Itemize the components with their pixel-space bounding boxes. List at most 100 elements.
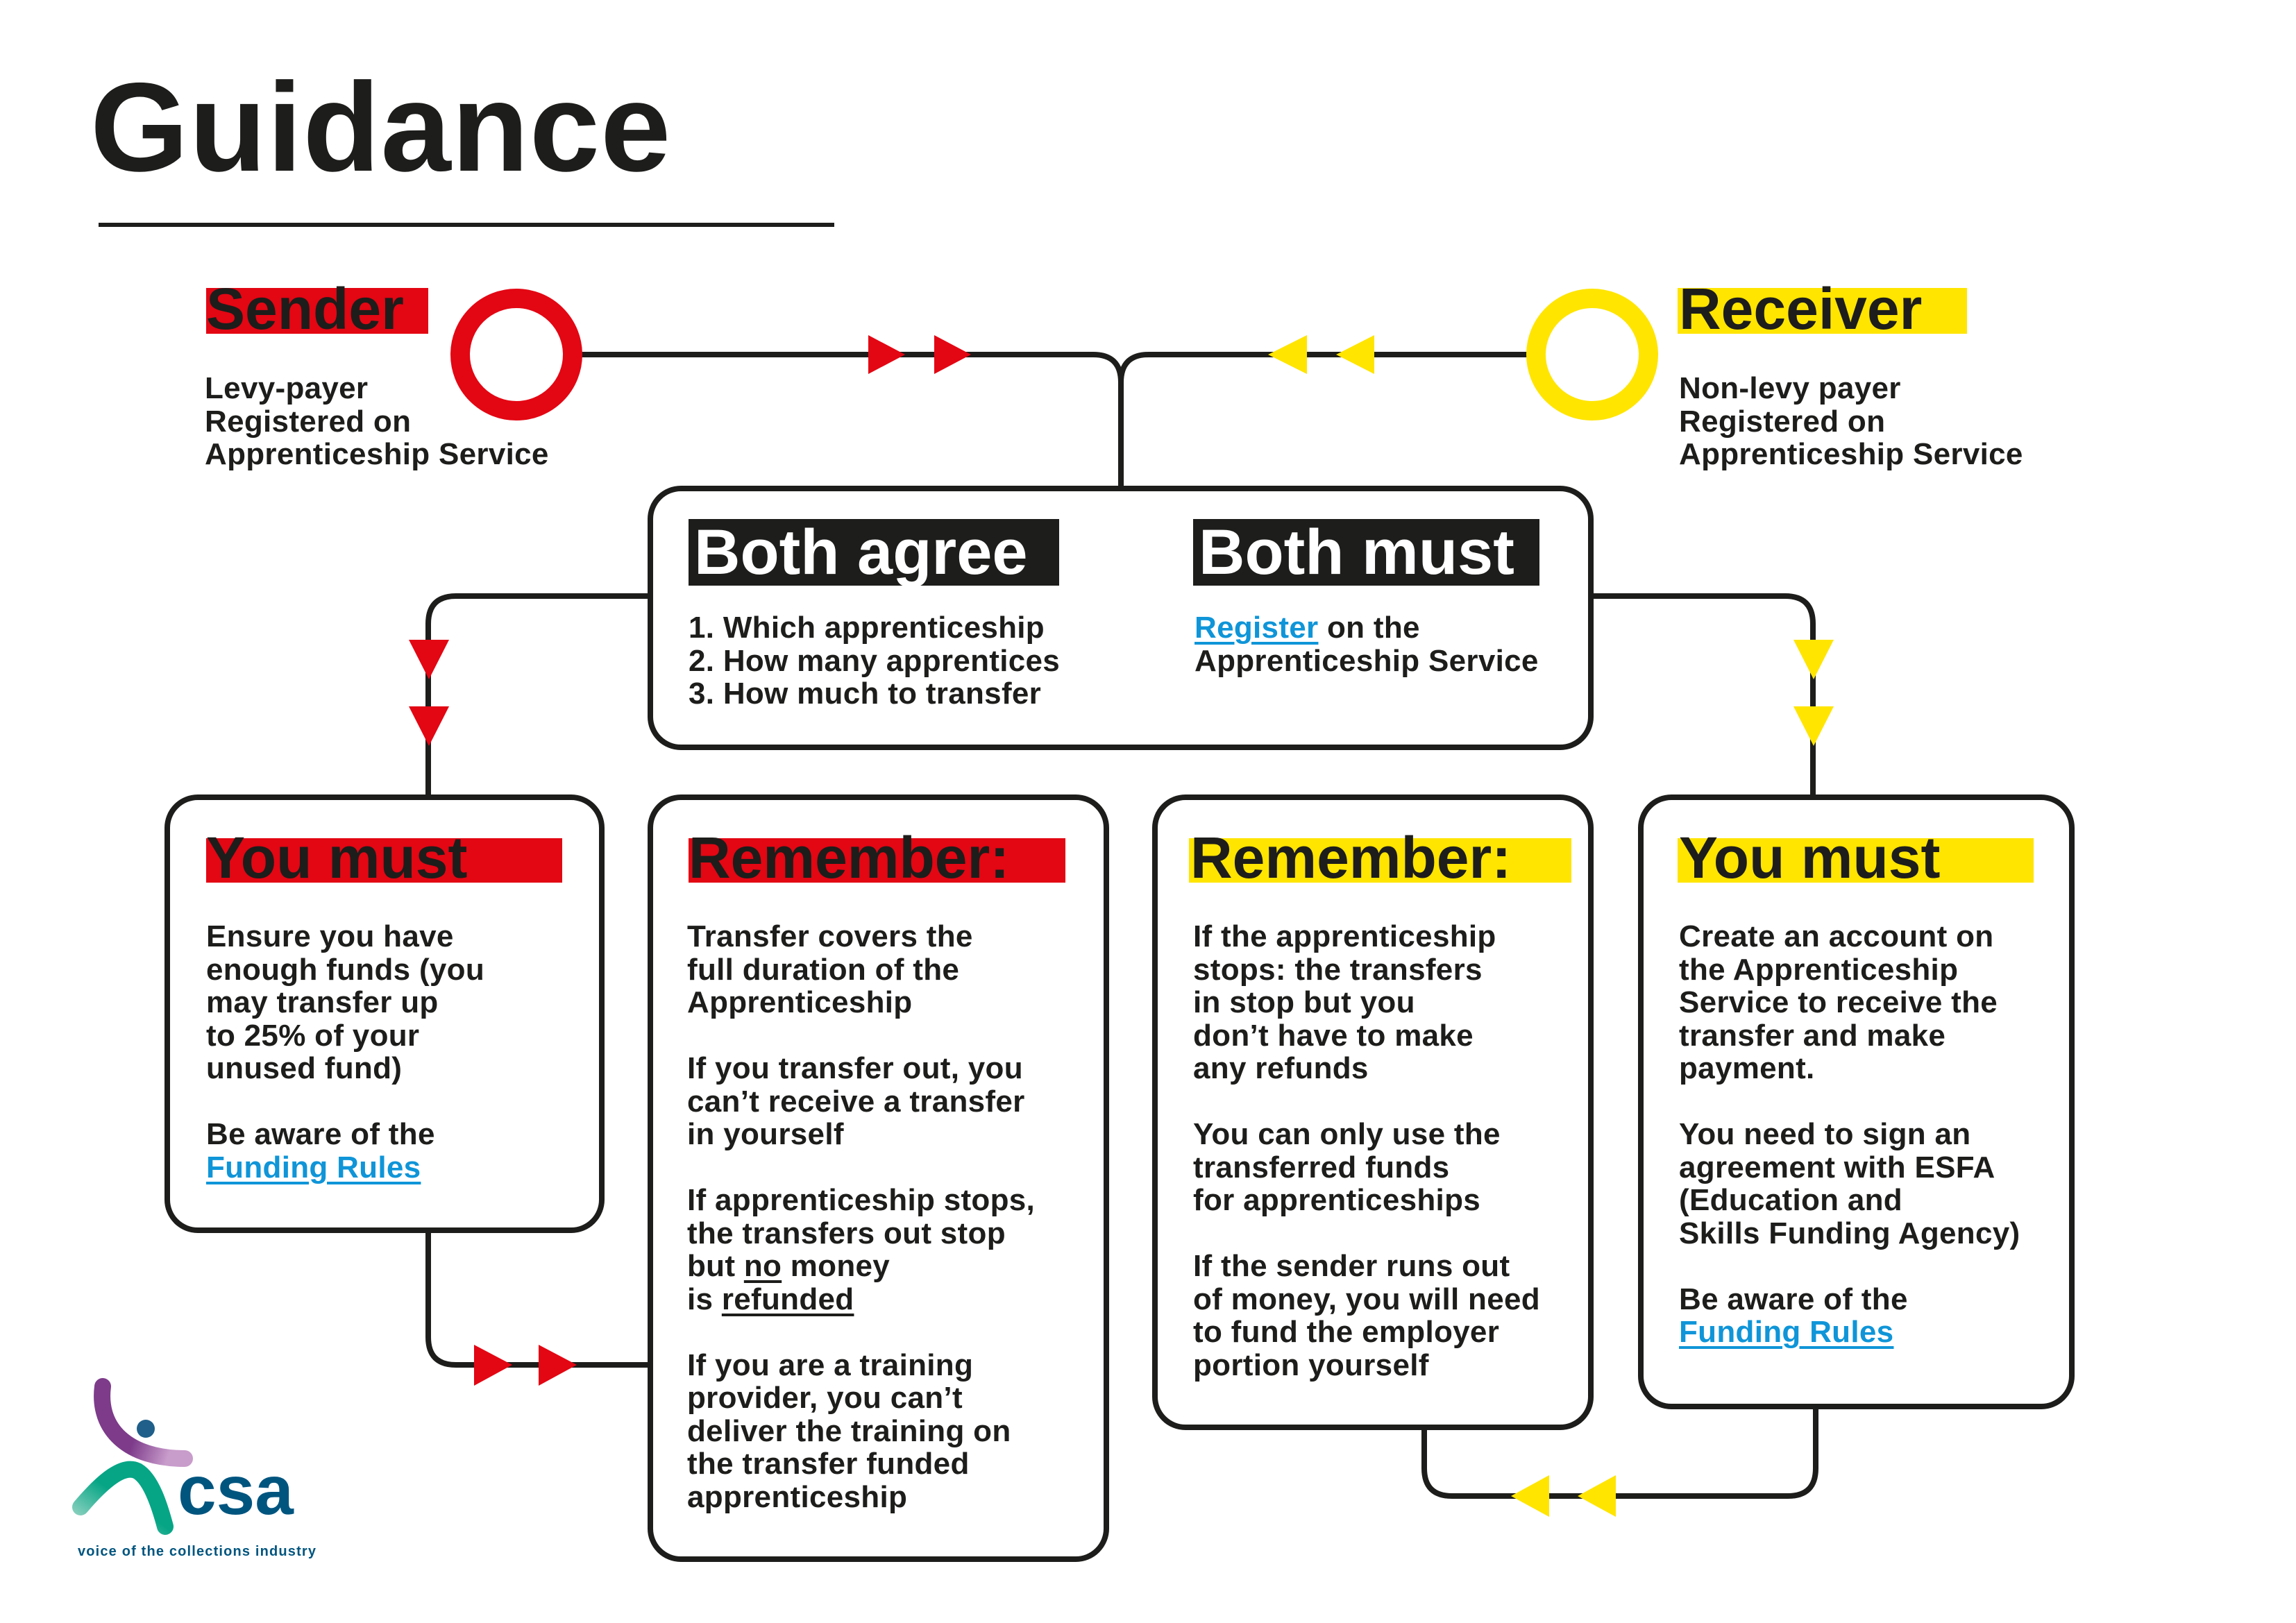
text-segment: in yourself bbox=[687, 1117, 844, 1151]
text-line: You can only use the bbox=[1193, 1118, 1540, 1151]
page-title: Guidance bbox=[90, 56, 672, 198]
box-header: Remember: bbox=[689, 825, 1010, 890]
text-line: transferred funds bbox=[1193, 1150, 1540, 1184]
text-segment: Skills Funding Agency) bbox=[1679, 1216, 2020, 1250]
sender-ring-icon bbox=[450, 289, 582, 420]
text-line: If you are a training bbox=[687, 1348, 1035, 1382]
text-segment: Be aware of the bbox=[1679, 1282, 1908, 1316]
text-segment: in stop but you bbox=[1193, 985, 1415, 1019]
arrow-down-icon bbox=[409, 640, 449, 679]
sender-line: Levy-payer bbox=[205, 371, 369, 405]
arrow-left-icon bbox=[1578, 1475, 1616, 1517]
logo-figure-head-icon bbox=[137, 1420, 155, 1438]
receiver-line: Apprenticeship Service bbox=[1679, 437, 2023, 471]
text-segment: enough funds (you bbox=[206, 952, 485, 987]
text-segment: money bbox=[782, 1249, 890, 1283]
funding-rules-link[interactable]: Funding Rules bbox=[1679, 1315, 1894, 1349]
connector-receiver-to-center bbox=[1118, 352, 1534, 383]
arrow-left-icon bbox=[1511, 1475, 1549, 1517]
register-link[interactable]: Register bbox=[1195, 611, 1319, 645]
text-segment: provider, you can’t bbox=[687, 1381, 963, 1415]
text-line: to 25% of your bbox=[206, 1019, 484, 1053]
header-highlight bbox=[206, 838, 562, 883]
box-header: You must bbox=[1679, 825, 1941, 890]
text-segment: for apprenticeships bbox=[1193, 1183, 1481, 1217]
connector-right-box-to-remember bbox=[1421, 1407, 1818, 1499]
connector-center-to-right-box bbox=[1591, 593, 1816, 797]
text-segment: can’t receive a transfer bbox=[687, 1084, 1025, 1119]
text-segment: transferred funds bbox=[1193, 1150, 1450, 1184]
paragraph: If apprenticeship stops,the transfers ou… bbox=[687, 1184, 1035, 1316]
text-segment: but bbox=[687, 1249, 744, 1283]
header-highlight bbox=[689, 838, 1065, 883]
text-line: Create an account on bbox=[1679, 920, 2020, 953]
text-segment: any refunds bbox=[1193, 1051, 1369, 1085]
box-header: You must bbox=[206, 825, 468, 890]
text-line: portion yourself bbox=[1193, 1348, 1540, 1382]
text-line: Funding Rules bbox=[1679, 1316, 2020, 1349]
arrow-left-icon bbox=[1268, 335, 1307, 374]
receiver-line: Non-levy payer bbox=[1679, 371, 1901, 405]
text-segment: of money, you will need bbox=[1193, 1282, 1540, 1316]
text-line: of money, you will need bbox=[1193, 1282, 1540, 1316]
arrow-down-icon bbox=[1793, 640, 1834, 679]
text-segment: (Education and bbox=[1679, 1183, 1902, 1217]
text-segment: If you transfer out, you bbox=[687, 1051, 1023, 1085]
text-segment: don’t have to make bbox=[1193, 1018, 1474, 1053]
list-item: 3. How much to transfer bbox=[689, 677, 1042, 711]
connector-left-box-to-remember bbox=[425, 1230, 650, 1368]
text-line: Service to receive the bbox=[1679, 986, 2020, 1019]
text-segment: Transfer covers the bbox=[687, 919, 973, 953]
text-segment: If the sender runs out bbox=[1193, 1249, 1510, 1283]
text-segment: agreement with ESFA bbox=[1679, 1150, 1995, 1184]
text-line: deliver the training on bbox=[687, 1414, 1035, 1448]
text-segment: transfer and make bbox=[1679, 1018, 1946, 1053]
sender-label: Sender bbox=[206, 276, 404, 341]
text-line: If you transfer out, you bbox=[687, 1052, 1035, 1085]
text-line: can’t receive a transfer bbox=[687, 1085, 1035, 1119]
text-line: You need to sign an bbox=[1679, 1118, 2020, 1151]
text-line: Be aware of the bbox=[206, 1118, 484, 1151]
logo-figure-arm-icon bbox=[94, 1378, 193, 1467]
text-line: If the apprenticeship bbox=[1193, 920, 1540, 953]
text-line: Apprenticeship bbox=[687, 986, 1035, 1019]
both-must-text-1: on the bbox=[1318, 611, 1420, 645]
text-segment: Service to receive the bbox=[1679, 985, 1998, 1019]
csa-logo: csa voice of the collections industry bbox=[72, 1378, 316, 1559]
header-highlight bbox=[1189, 838, 1571, 883]
text-line: Funding Rules bbox=[206, 1150, 484, 1184]
receiver-ring-icon bbox=[1526, 289, 1658, 420]
funding-rules-link[interactable]: Funding Rules bbox=[206, 1150, 421, 1184]
text-line: for apprenticeships bbox=[1193, 1184, 1540, 1217]
arrow-right-icon bbox=[539, 1345, 577, 1386]
text-line: apprenticeship bbox=[687, 1480, 1035, 1514]
text-segment: Be aware of the bbox=[206, 1117, 435, 1151]
box-header: Remember: bbox=[1190, 825, 1512, 890]
text-line: Skills Funding Agency) bbox=[1679, 1216, 2020, 1250]
arrow-right-icon bbox=[934, 335, 971, 374]
text-line: don’t have to make bbox=[1193, 1019, 1540, 1053]
receiver-description: Non-levy payer Registered on Apprentices… bbox=[1679, 372, 2023, 471]
text-line: If the sender runs out bbox=[1193, 1250, 1540, 1283]
both-must-text: Register on the Apprenticeship Service bbox=[1195, 611, 1539, 677]
both-agree-list: 1. Which apprenticeship 2. How many appr… bbox=[689, 611, 1060, 711]
arrow-down-icon bbox=[1793, 706, 1834, 746]
text-segment: payment. bbox=[1679, 1051, 1815, 1085]
receiver-highlight bbox=[1678, 288, 1967, 334]
text-segment: Ensure you have bbox=[206, 919, 454, 953]
text-segment: the Apprenticeship bbox=[1679, 952, 1959, 987]
text-line: may transfer up bbox=[206, 986, 484, 1019]
receiver-label: Receiver bbox=[1679, 276, 1923, 341]
sender-line: Apprenticeship Service bbox=[205, 437, 549, 471]
connector-center-to-left-box bbox=[425, 593, 650, 797]
text-line: Transfer covers the bbox=[687, 920, 1035, 953]
